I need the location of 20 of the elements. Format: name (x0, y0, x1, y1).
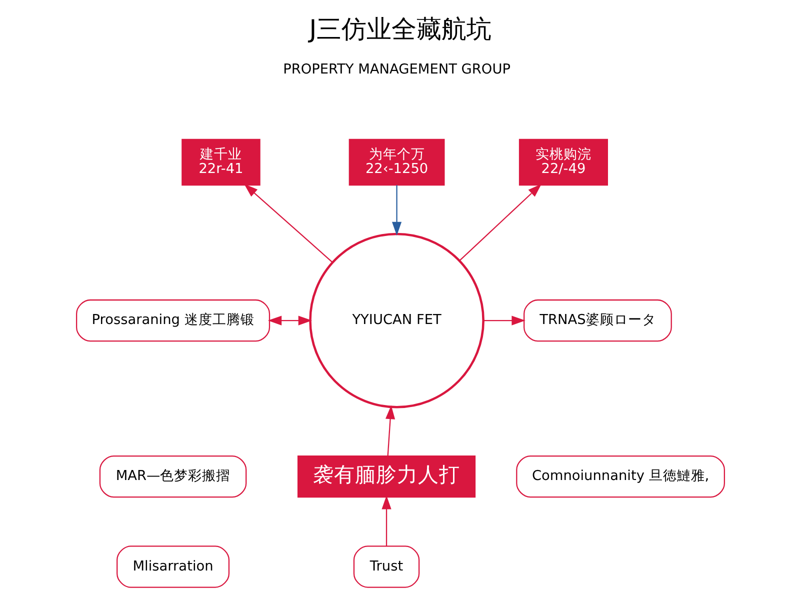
node-box: Prossaraning 迷度工腾锻 (76, 299, 270, 342)
arrow (458, 184, 542, 262)
node-box: 建千业 22r-41 (181, 138, 260, 186)
arrow (392, 185, 402, 236)
node-circle: YYIUCAN FET (308, 232, 484, 408)
arrow (483, 316, 525, 326)
arrow (385, 405, 395, 456)
diagram-title: J三仿业全藏航坑 (308, 14, 492, 44)
arrow (381, 495, 391, 546)
node-box: 为年个万 22‹-1250 (348, 138, 444, 186)
node-box: 袭有腼胗力人打 (296, 455, 476, 498)
node-box: Trust (352, 546, 420, 588)
arrow (267, 316, 312, 326)
node-box: Mlisarration (116, 546, 230, 588)
label: PROPERTY MANAGEMENT GROUP (282, 61, 510, 78)
node-box: 实桃购浣 22/-49 (518, 138, 608, 186)
node-box: Comnoiunnanity 旦徳鰱雅, (516, 455, 724, 498)
node-box: TRNAS婆顾ロータ (523, 299, 672, 342)
node-box: MAR—色梦彩搬摺 (98, 455, 246, 498)
arrow (244, 184, 332, 263)
